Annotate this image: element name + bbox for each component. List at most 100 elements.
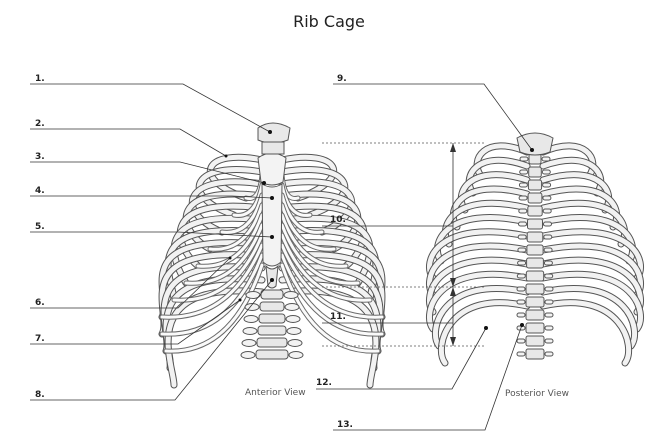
anterior-vertebra-6 bbox=[255, 349, 289, 360]
costal-cartilage-right-10-fill bbox=[280, 263, 380, 353]
posterior-process-right-12 bbox=[544, 299, 554, 305]
anterior-vertebra-4 bbox=[257, 325, 287, 336]
posterior-rib-cage bbox=[426, 132, 644, 367]
posterior-process-right-15 bbox=[544, 338, 554, 344]
posterior-process-right-10 bbox=[544, 273, 554, 279]
costal-cartilage-left-2-fill bbox=[232, 183, 264, 217]
label-7: 7. bbox=[35, 334, 45, 344]
costal-cartilage-right-7-fill bbox=[280, 233, 372, 302]
anterior-rib-left-4-fill bbox=[183, 191, 265, 252]
posterior-process-right-14 bbox=[544, 325, 554, 331]
posterior-process-left-2 bbox=[519, 169, 529, 175]
costal-cartilage-left-5-fill bbox=[196, 213, 264, 268]
posterior-process-left-4 bbox=[518, 195, 528, 201]
posterior-rib-left-1-fill bbox=[474, 143, 530, 179]
posterior-process-left-11 bbox=[516, 286, 526, 292]
posterior-rib-left-6-fill bbox=[435, 215, 530, 264]
first-vertebra bbox=[257, 122, 291, 144]
posterior-vertebral-column bbox=[516, 153, 554, 360]
anterior-transverse-left-6 bbox=[240, 351, 256, 359]
posterior-process-right-6 bbox=[543, 221, 552, 227]
posterior-rib-left-12 bbox=[438, 299, 531, 367]
posterior-vertebra-8 bbox=[526, 244, 544, 256]
anterior-view-caption: Anterior View bbox=[245, 388, 306, 398]
posterior-process-left-13 bbox=[516, 312, 526, 318]
posterior-process-right-3 bbox=[542, 182, 552, 188]
posterior-vertebra-16 bbox=[525, 348, 545, 360]
label-9: 9. bbox=[337, 74, 347, 84]
posterior-rib-right-4-fill bbox=[540, 186, 620, 230]
posterior-rib-right-10-fill bbox=[540, 271, 643, 332]
diagram-title: Rib Cage bbox=[293, 12, 365, 31]
posterior-process-left-1 bbox=[519, 156, 529, 162]
posterior-rib-left-11-fill bbox=[433, 286, 530, 349]
posterior-vertebra-12 bbox=[525, 296, 545, 308]
posterior-vertebra-6 bbox=[527, 218, 543, 230]
posterior-process-left-7 bbox=[517, 234, 527, 240]
posterior-process-left-3 bbox=[518, 182, 528, 188]
posterior-process-left-5 bbox=[518, 208, 528, 214]
anterior-transverse-right-6 bbox=[288, 351, 304, 359]
costal-cartilage-right-2-fill bbox=[280, 183, 312, 217]
posterior-process-left-9 bbox=[517, 260, 527, 266]
anterior-rib-cage bbox=[158, 122, 386, 389]
second-vertebra bbox=[261, 141, 285, 155]
xiphoid-process bbox=[265, 264, 279, 289]
posterior-vertebra-4 bbox=[527, 192, 543, 204]
anterior-vertebra-3 bbox=[258, 313, 286, 324]
posterior-rib-left-10-fill bbox=[427, 271, 530, 332]
label-13: 13. bbox=[337, 420, 353, 430]
label-11: 11. bbox=[330, 312, 346, 322]
posterior-rib-left-4-fill bbox=[450, 186, 530, 230]
costal-cartilage-right-3-fill bbox=[280, 193, 324, 234]
posterior-rib-right-3-fill bbox=[540, 172, 612, 213]
leader-lines bbox=[30, 83, 534, 431]
costal-cartilage-left-6-fill bbox=[184, 223, 264, 285]
posterior-vertebra-10 bbox=[525, 270, 545, 282]
first-thoracic-vertebra bbox=[516, 132, 554, 156]
posterior-rib-right-12 bbox=[539, 299, 632, 367]
posterior-rib-right-2-fill bbox=[540, 157, 604, 196]
posterior-process-right-2 bbox=[541, 169, 551, 175]
costal-cartilage-left-10-fill bbox=[164, 263, 264, 353]
label-8: 8. bbox=[35, 390, 45, 400]
posterior-vertebra-11 bbox=[525, 283, 545, 295]
posterior-view-caption: Posterior View bbox=[505, 389, 569, 399]
posterior-process-right-7 bbox=[543, 234, 553, 240]
anterior-transverse-right-4 bbox=[286, 327, 302, 335]
posterior-process-right-8 bbox=[543, 247, 553, 253]
posterior-process-left-16 bbox=[516, 351, 526, 357]
posterior-process-right-9 bbox=[543, 260, 553, 266]
costal-cartilage-right-6-fill bbox=[280, 223, 360, 285]
anterior-rib-right-3-fill bbox=[279, 179, 355, 235]
sternum-body bbox=[261, 183, 283, 267]
posterior-process-left-10 bbox=[516, 273, 526, 279]
posterior-vertebra-5 bbox=[527, 205, 543, 217]
posterior-vertebra-14 bbox=[525, 322, 545, 334]
costal-cartilage-right-8-fill bbox=[280, 243, 384, 319]
anterior-transverse-left-3 bbox=[243, 315, 259, 323]
anterior-transverse-right-2 bbox=[284, 303, 300, 311]
posterior-rib-left-12-fill bbox=[439, 300, 530, 366]
posterior-process-right-4 bbox=[542, 195, 552, 201]
anterior-vertebra-1 bbox=[260, 289, 284, 300]
posterior-vertebra-15 bbox=[525, 335, 545, 347]
costal-cartilage-left-4-fill bbox=[208, 203, 264, 251]
posterior-process-left-12 bbox=[516, 299, 526, 305]
label-10: 10. bbox=[330, 215, 346, 225]
costal-cartilage-right-9-fill bbox=[280, 253, 384, 336]
number-labels: 1. 2. 3. 4. 5. 6. 7. 8. 9. 10. 11. 12. 1… bbox=[35, 74, 353, 430]
anterior-transverse-left-4 bbox=[242, 327, 258, 335]
anterior-vertebra-5 bbox=[256, 337, 288, 348]
anterior-transverse-right-1 bbox=[283, 291, 299, 299]
sternum bbox=[257, 152, 287, 289]
label-6: 6. bbox=[35, 298, 45, 308]
label-5: 5. bbox=[35, 222, 45, 232]
posterior-vertebra-13 bbox=[525, 309, 545, 321]
manubrium bbox=[257, 152, 287, 186]
range-markers bbox=[322, 142, 484, 347]
anterior-vertebral-column bbox=[240, 289, 304, 360]
anterior-transverse-left-5 bbox=[241, 339, 257, 347]
posterior-rib-right-12-fill bbox=[540, 300, 631, 366]
posterior-vertebra-9 bbox=[526, 257, 544, 269]
